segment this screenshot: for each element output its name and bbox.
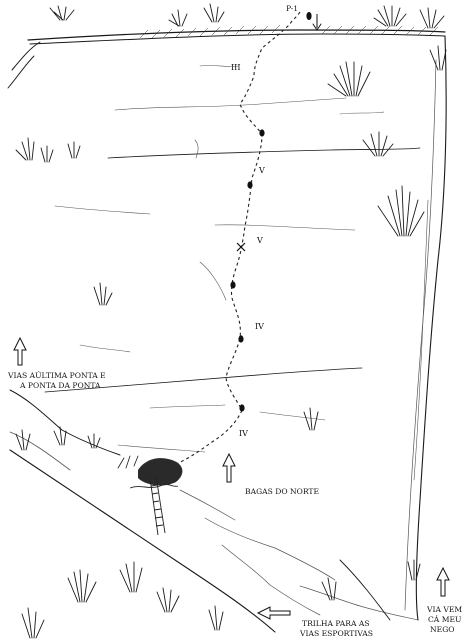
grass-tuft (208, 605, 224, 631)
start-label: P-1 (286, 4, 298, 13)
grass-tuft (362, 131, 394, 157)
grass-tuft (67, 569, 97, 603)
arrow-up-icon-left (13, 336, 27, 366)
base-anchor (117, 455, 183, 486)
grass-tuft (168, 9, 188, 27)
start-arrow-icon (312, 14, 322, 31)
wall-outline (7, 29, 447, 621)
arrow-up-icon-via-vem (436, 566, 450, 597)
wall-cracks (44, 65, 421, 453)
grass-tuft (303, 407, 319, 431)
grass-tuft (53, 426, 67, 446)
grass-tuft (49, 5, 75, 21)
bolt-marker (259, 129, 265, 137)
grass-tuft (377, 185, 425, 237)
bolt-marker (238, 335, 244, 343)
via-vem-note-line3: NEGO (430, 625, 454, 634)
pitch-grade-3: V (256, 236, 263, 245)
grass-tuft (203, 3, 225, 23)
bagas-do-norte-note: BAGAS DO NORTE (245, 487, 319, 496)
vegetation (15, 3, 447, 639)
grass-tuft (93, 282, 113, 306)
crux-cross-marker (236, 242, 246, 252)
bolt-marker (306, 12, 312, 20)
bolt-marker (230, 281, 236, 289)
grass-tuft (15, 137, 35, 161)
grass-tuft (119, 561, 143, 593)
bolt-marker (247, 181, 253, 189)
pitch-grade-1: III (231, 63, 240, 72)
ladder-icon (129, 475, 179, 536)
trail-note-line1: TRILHA PARA AS (302, 619, 370, 628)
via-vem-note-line1: VIA VEM (426, 605, 462, 614)
grass-tuft (21, 607, 45, 639)
grass-tuft (429, 45, 447, 71)
grass-tuft (40, 145, 54, 163)
grass-tuft (15, 429, 31, 451)
top-edge-hatching (139, 24, 439, 39)
grass-tuft (373, 5, 407, 27)
bolt-marker (239, 404, 245, 412)
grass-tuft (87, 433, 101, 449)
grass-tuft (321, 577, 337, 601)
grass-tuft (156, 587, 180, 613)
climbing-route (169, 11, 301, 467)
grass-tuft (327, 61, 371, 97)
slope-terrain (9, 389, 419, 633)
trail-note-line2: VIAS ESPORTIVAS (299, 629, 373, 638)
pitch-grade-2: V (258, 166, 265, 175)
pitch-grade-4: IV (255, 322, 264, 331)
arrow-up-icon-bagas (222, 452, 236, 483)
pitch-grade-5: IV (239, 429, 248, 438)
left-routes-note-line2: A PONTA DA PONTA (19, 381, 101, 390)
via-vem-note-line2: CÁ MEU (428, 615, 462, 624)
grass-tuft (419, 7, 445, 29)
grass-tuft (67, 141, 81, 159)
arrow-left-icon-trail (256, 606, 291, 620)
route-points (230, 12, 312, 412)
left-routes-note-line1: VIAS AÚLTIMA PONTA E (7, 371, 106, 380)
grass-tuft (407, 559, 421, 581)
